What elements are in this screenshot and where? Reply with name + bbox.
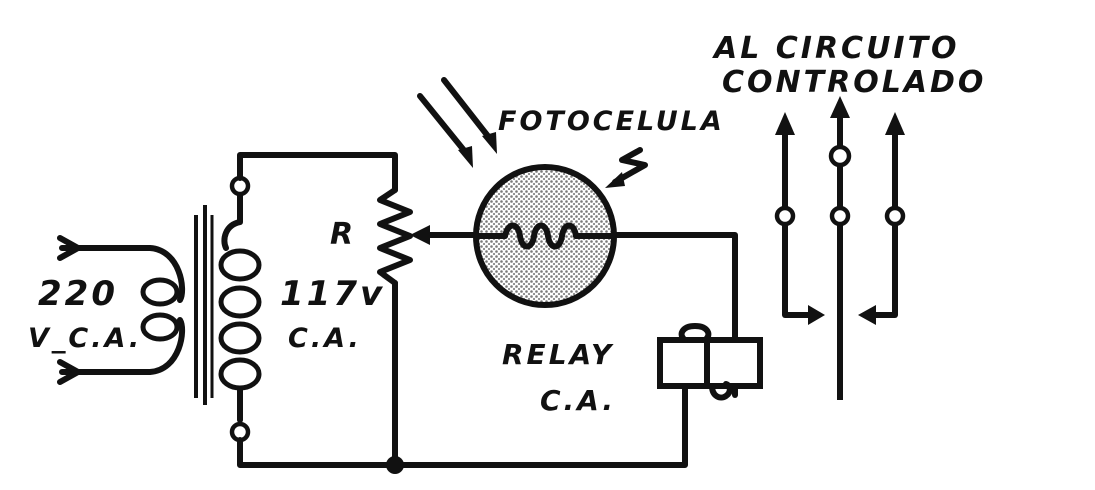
input-type-label: V_C.A. (28, 323, 142, 354)
junction-dot (386, 456, 404, 474)
secondary-voltage-label: 117v (280, 274, 385, 314)
photocell-label: FOTOCELULA (498, 106, 725, 137)
photocell (473, 164, 617, 308)
light-rays (417, 77, 497, 168)
transformer-primary-coil (140, 277, 180, 342)
output-label-line1: AL CIRCUITO (712, 31, 960, 66)
input-voltage-label: 220 (38, 274, 118, 314)
relay-label: RELAY (502, 338, 614, 371)
relay (657, 323, 763, 401)
secondary-type-label: C.A. (288, 323, 362, 354)
transformer-secondary-coil (218, 175, 262, 443)
label-pointer-head (605, 172, 625, 188)
output-contacts (774, 96, 906, 400)
circuit-wires (237, 152, 738, 474)
relay-type-label: C.A. (540, 384, 616, 417)
potentiometer-r (377, 187, 478, 286)
output-label-line2: CONTROLADO (722, 65, 986, 100)
transformer-core (194, 205, 214, 405)
label-pointer (612, 147, 648, 185)
resistor-label: R (330, 217, 356, 252)
input-arrows (57, 235, 186, 385)
